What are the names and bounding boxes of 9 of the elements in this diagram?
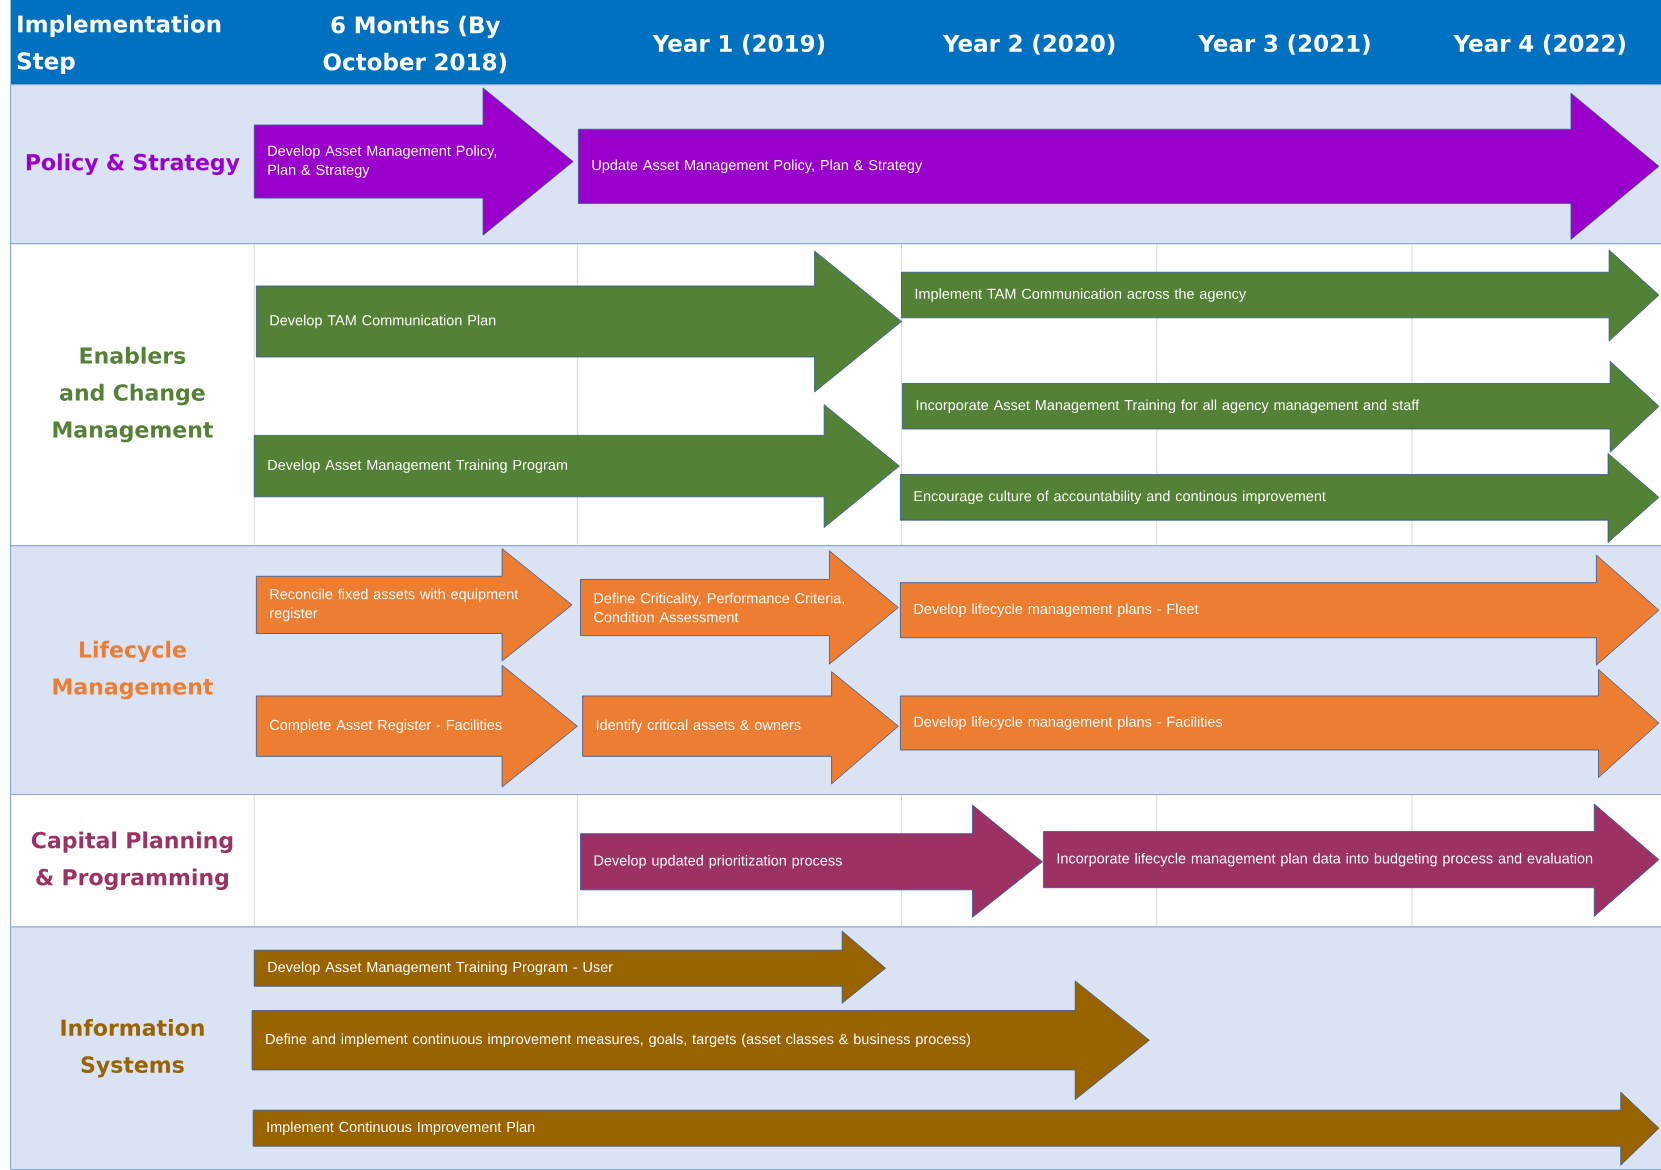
row-title: Enablers and Change Management bbox=[53, 346, 213, 443]
row-title: Lifecycle Management bbox=[53, 640, 213, 700]
column-header: Implementation Step bbox=[17, 14, 221, 75]
row-title: Capital Planning & Programming bbox=[31, 831, 233, 890]
column-header: Year 2 (2020) bbox=[942, 34, 1115, 55]
column-header: Year 4 (2022) bbox=[1453, 34, 1625, 55]
column-header: Year 3 (2021) bbox=[1198, 34, 1370, 55]
row-title: Information Systems bbox=[61, 1018, 204, 1078]
column-header: Year 1 (2019) bbox=[652, 34, 825, 55]
